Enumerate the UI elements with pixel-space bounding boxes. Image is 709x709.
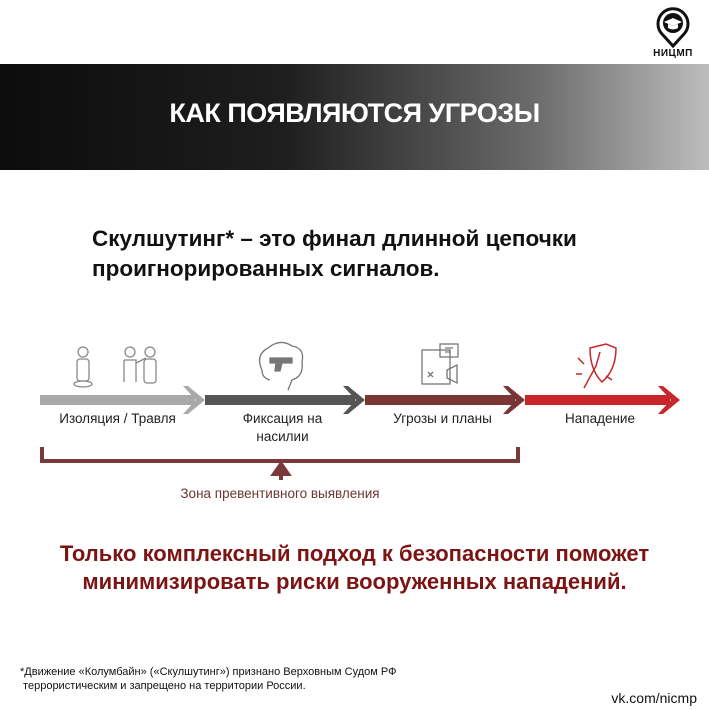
stage-label: Изоляция / Травля	[59, 411, 176, 426]
arrow-fixation	[205, 395, 355, 405]
zone-label: Зона превентивного выявления	[180, 486, 380, 501]
brain-gun-icon	[258, 341, 304, 391]
arrow-threats-head	[503, 386, 525, 414]
subtitle: Скулшутинг* – это финал длинной цепочки …	[92, 226, 577, 281]
stage-arrows	[40, 386, 680, 414]
arrow-attack	[525, 395, 670, 405]
isolation-bullying-icon	[73, 346, 157, 388]
logo-text: НИЦМП	[653, 48, 693, 59]
stage-label: Нападение	[565, 411, 635, 426]
prevention-bracket	[40, 447, 520, 463]
arrow-attack-head	[658, 386, 680, 414]
header-band	[0, 64, 709, 170]
vk-link[interactable]: vk.com/nicmp	[611, 690, 697, 706]
plan-map-megaphone-icon	[421, 343, 459, 385]
footnote-line: *Движение «Колумбайн» («Скулшутинг») при…	[20, 666, 397, 678]
shield-knife-icon	[576, 343, 617, 389]
stage-label: Фиксация на насилии	[242, 411, 323, 444]
graduation-cap-pin-icon	[656, 7, 690, 49]
process-diagram	[40, 341, 680, 480]
footnote-line: террористическим и запрещено на территор…	[20, 680, 306, 692]
zone-arrow	[270, 460, 292, 480]
arrow-isolation	[40, 395, 195, 405]
arrow-threats	[365, 395, 515, 405]
page-title: КАК ПОЯВЛЯЮТСЯ УГРОЗЫ	[169, 98, 540, 128]
call-to-action: Только комплексный подход к безопасности…	[59, 541, 650, 594]
arrow-isolation-head	[183, 386, 205, 414]
arrow-fixation-head	[343, 386, 365, 414]
stage-label: Угрозы и планы	[393, 411, 492, 426]
footnote: *Движение «Колумбайн» («Скулшутинг») при…	[20, 665, 396, 693]
logo: НИЦМП	[648, 4, 698, 62]
